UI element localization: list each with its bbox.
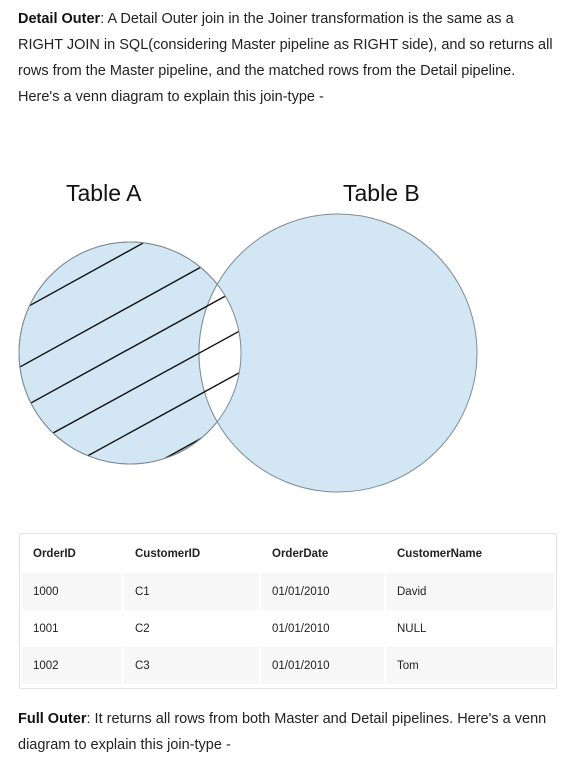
detail-outer-term: Detail Outer (18, 11, 101, 27)
header-customername: CustomerName (397, 548, 482, 560)
cell-orderdate: 01/01/2010 (272, 622, 330, 635)
cell-orderid: 1000 (22, 573, 124, 610)
cell-orderdate: 01/01/2010 (261, 573, 386, 610)
header-orderdate: OrderDate (272, 548, 329, 560)
full-outer-term: Full Outer (18, 711, 87, 727)
table-a-label: Table A (66, 180, 142, 206)
venn-diagram (18, 213, 478, 493)
header-customerid: CustomerID (135, 548, 201, 560)
table-row: 1000 C1 01/01/2010 David (22, 573, 554, 610)
cell-customerid: C3 (124, 647, 261, 684)
cell-customername: NULL (397, 622, 427, 635)
detail-outer-description: : A Detail Outer join in the Joiner tran… (18, 11, 553, 105)
cell-customerid: C1 (124, 573, 261, 610)
header-orderid: OrderID (33, 548, 76, 560)
detail-outer-paragraph: Detail Outer: A Detail Outer join in the… (18, 6, 558, 110)
full-outer-description: : It returns all rows from both Master a… (18, 711, 547, 753)
cell-orderdate: 01/01/2010 (261, 647, 386, 684)
result-table: OrderID CustomerID OrderDate CustomerNam… (22, 535, 554, 684)
table-row: 1002 C3 01/01/2010 Tom (22, 647, 554, 684)
cell-customerid: C2 (135, 622, 150, 635)
table-b-label: Table B (343, 180, 420, 206)
cell-orderid: 1001 (33, 622, 59, 635)
result-table-container: OrderID CustomerID OrderDate CustomerNam… (19, 533, 557, 689)
table-header-row: OrderID CustomerID OrderDate CustomerNam… (22, 535, 554, 573)
table-row: 1001 C2 01/01/2010 NULL (22, 610, 554, 647)
cell-customername: David (386, 573, 554, 610)
full-outer-paragraph: Full Outer: It returns all rows from bot… (18, 706, 558, 758)
cell-customername: Tom (386, 647, 554, 684)
cell-orderid: 1002 (22, 647, 124, 684)
